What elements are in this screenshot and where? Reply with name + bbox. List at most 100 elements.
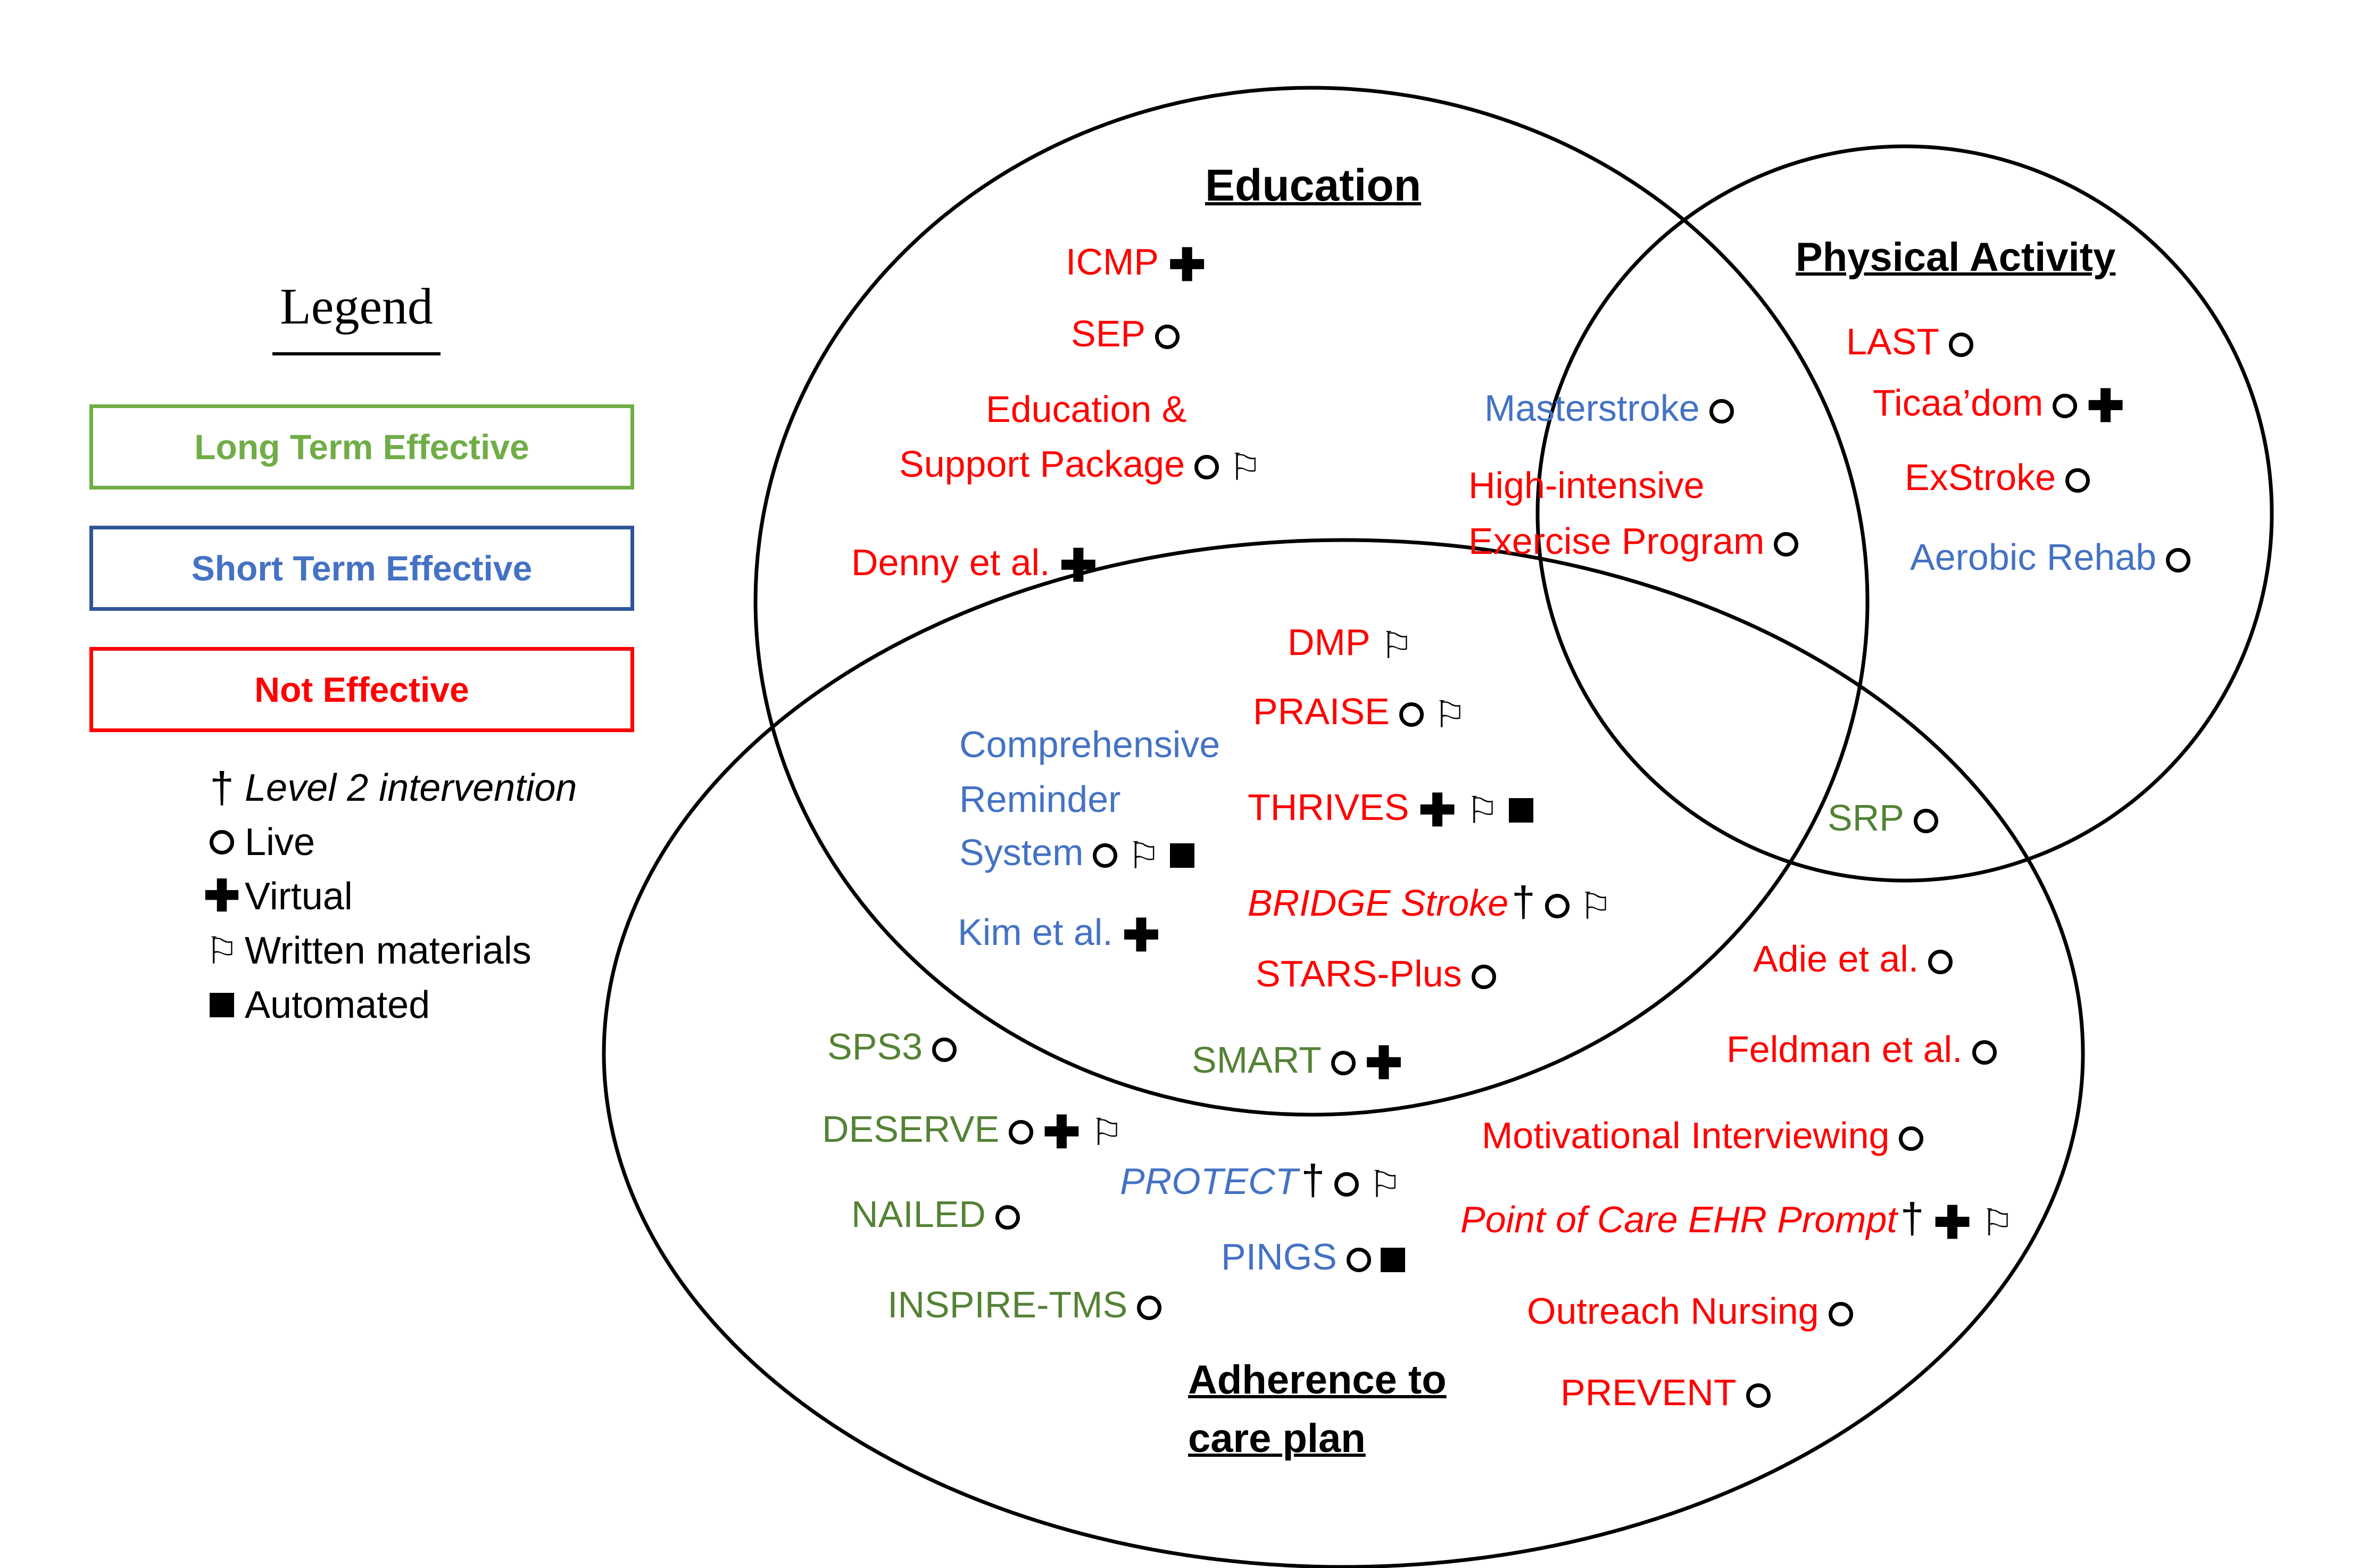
legend-short-term-box: Short Term Effective bbox=[89, 526, 634, 611]
intervention-name: Education & bbox=[986, 388, 1187, 430]
written-flag-icon: ⚐ bbox=[1980, 1201, 2014, 1243]
level-2-cross-icon: † bbox=[210, 764, 234, 812]
intervention-name: PROTECT bbox=[1120, 1160, 1298, 1202]
written-flag-icon: ⚐ bbox=[1368, 1163, 1402, 1205]
legend-key-label: Virtual bbox=[245, 875, 353, 918]
intervention-label: Exercise Program bbox=[1468, 519, 1799, 563]
virtual-plus-icon: ✚ bbox=[1059, 540, 1097, 591]
intervention-label: Reminder bbox=[959, 777, 1120, 822]
automated-square-icon bbox=[203, 993, 240, 1017]
legend-not-effective-box: Not Effective bbox=[89, 647, 634, 732]
intervention-label: PRAISE⚐ bbox=[1253, 689, 1467, 734]
intervention-name: THRIVES bbox=[1248, 786, 1409, 828]
automated-square-icon bbox=[1508, 798, 1533, 823]
intervention-name: DMP bbox=[1288, 621, 1371, 663]
virtual-plus-icon: ✚ bbox=[1122, 910, 1160, 960]
live-circle-icon bbox=[1194, 454, 1219, 479]
intervention-label: Point of Care EHR Prompt†✚⚐ bbox=[1460, 1197, 2014, 1245]
live-circle-icon bbox=[1928, 949, 1953, 974]
intervention-name: Motivational Interviewing bbox=[1482, 1115, 1890, 1156]
intervention-name: System bbox=[959, 832, 1084, 873]
live-circle-icon bbox=[1828, 1301, 1853, 1326]
intervention-label: Denny et al.✚ bbox=[851, 540, 1097, 588]
intervention-name: DESERVE bbox=[822, 1108, 1000, 1150]
live-circle-icon bbox=[1709, 399, 1734, 424]
intervention-name: PREVENT bbox=[1560, 1372, 1737, 1413]
intervention-name: Outreach Nursing bbox=[1527, 1290, 1819, 1332]
legend-key-written: ⚐ Written materials bbox=[203, 929, 532, 973]
legend-short-term-label: Short Term Effective bbox=[191, 549, 533, 588]
intervention-name: SRP bbox=[1828, 797, 1904, 839]
live-circle-icon bbox=[1545, 893, 1570, 918]
live-circle-icon bbox=[1346, 1247, 1371, 1272]
intervention-label: System⚐ bbox=[959, 830, 1195, 875]
legend-long-term-box: Long Term Effective bbox=[89, 404, 634, 490]
written-flag-icon: ⚐ bbox=[1433, 693, 1467, 735]
education-circle bbox=[753, 86, 1870, 1117]
intervention-name: INSPIRE-TMS bbox=[887, 1284, 1128, 1325]
intervention-name: STARS-Plus bbox=[1256, 953, 1462, 994]
intervention-label: PINGS bbox=[1221, 1234, 1405, 1279]
intervention-name: High-intensive bbox=[1468, 464, 1705, 506]
intervention-label: LAST bbox=[1846, 319, 1974, 364]
intervention-label: Education & bbox=[986, 387, 1186, 432]
intervention-label: THRIVES✚⚐ bbox=[1248, 785, 1533, 833]
intervention-label: Kim et al.✚ bbox=[958, 910, 1160, 958]
intervention-name: Point of Care EHR Prompt bbox=[1460, 1199, 1897, 1240]
intervention-name: Denny et al. bbox=[851, 542, 1050, 583]
intervention-label: SEP bbox=[1071, 311, 1180, 356]
intervention-label: Support Package ⚐ bbox=[899, 442, 1262, 486]
legend-not-effective-label: Not Effective bbox=[254, 670, 469, 709]
legend-key-label: Level 2 intervention bbox=[245, 767, 577, 809]
intervention-label: NAILED bbox=[851, 1192, 1020, 1237]
level-2-cross-icon: † bbox=[1301, 1156, 1325, 1204]
intervention-label: Ticaa’dom✚ bbox=[1873, 380, 2124, 428]
live-circle-icon bbox=[1913, 808, 1938, 833]
intervention-label: PROTECT† ⚐ bbox=[1120, 1159, 1402, 1204]
live-circle-icon bbox=[203, 830, 240, 854]
intervention-label: INSPIRE-TMS bbox=[887, 1282, 1162, 1327]
intervention-label: DMP⚐ bbox=[1288, 620, 1413, 665]
intervention-label: Motivational Interviewing bbox=[1482, 1113, 1924, 1158]
intervention-name: Comprehensive bbox=[959, 724, 1220, 765]
intervention-label: Aerobic Rehab bbox=[1910, 535, 2191, 579]
intervention-name: NAILED bbox=[851, 1193, 986, 1235]
intervention-name: Support Package bbox=[899, 443, 1185, 485]
automated-square-icon bbox=[1170, 843, 1195, 868]
live-circle-icon bbox=[1949, 332, 1974, 357]
intervention-label: Adie et al. bbox=[1753, 936, 1953, 981]
written-flag-icon: ⚐ bbox=[1465, 789, 1499, 831]
legend-key-automated: Automated bbox=[203, 983, 430, 1027]
intervention-label: SPS3 bbox=[827, 1024, 957, 1069]
intervention-name: SEP bbox=[1071, 313, 1146, 354]
intervention-label: PREVENT bbox=[1560, 1370, 1771, 1415]
written-flag-icon: ⚐ bbox=[1380, 624, 1414, 666]
legend-title: Legend bbox=[280, 278, 433, 335]
legend-key-level2: † Level 2 intervention bbox=[203, 766, 577, 810]
intervention-name: PINGS bbox=[1221, 1236, 1337, 1277]
intervention-name: LAST bbox=[1846, 321, 1940, 362]
level-2-cross-icon: † bbox=[1512, 878, 1535, 925]
adherence-heading-line1: Adherence to bbox=[1188, 1357, 1447, 1403]
live-circle-icon bbox=[1155, 324, 1180, 349]
live-circle-icon bbox=[1331, 1050, 1356, 1075]
live-circle-icon bbox=[1972, 1040, 1997, 1065]
intervention-label: Outreach Nursing bbox=[1527, 1289, 1853, 1333]
intervention-name: Masterstroke bbox=[1484, 387, 1700, 429]
intervention-label: SMART✚ bbox=[1192, 1038, 1402, 1085]
adherence-circle bbox=[602, 538, 2085, 1568]
intervention-label: Comprehensive bbox=[959, 722, 1220, 767]
physical-activity-heading: Physical Activity bbox=[1796, 235, 2116, 280]
written-flag-icon: ⚐ bbox=[1228, 446, 1262, 488]
intervention-label: ICMP✚ bbox=[1066, 239, 1206, 287]
legend-long-term-label: Long Term Effective bbox=[194, 427, 529, 467]
intervention-label: SRP bbox=[1828, 795, 1938, 840]
intervention-name: SPS3 bbox=[827, 1026, 923, 1067]
legend-key-label: Live bbox=[245, 821, 315, 864]
intervention-name: Kim et al. bbox=[958, 911, 1113, 953]
virtual-plus-icon: ✚ bbox=[1043, 1107, 1081, 1157]
intervention-label: BRIDGE Stroke†⚐ bbox=[1248, 881, 1612, 925]
live-circle-icon bbox=[1399, 702, 1424, 727]
